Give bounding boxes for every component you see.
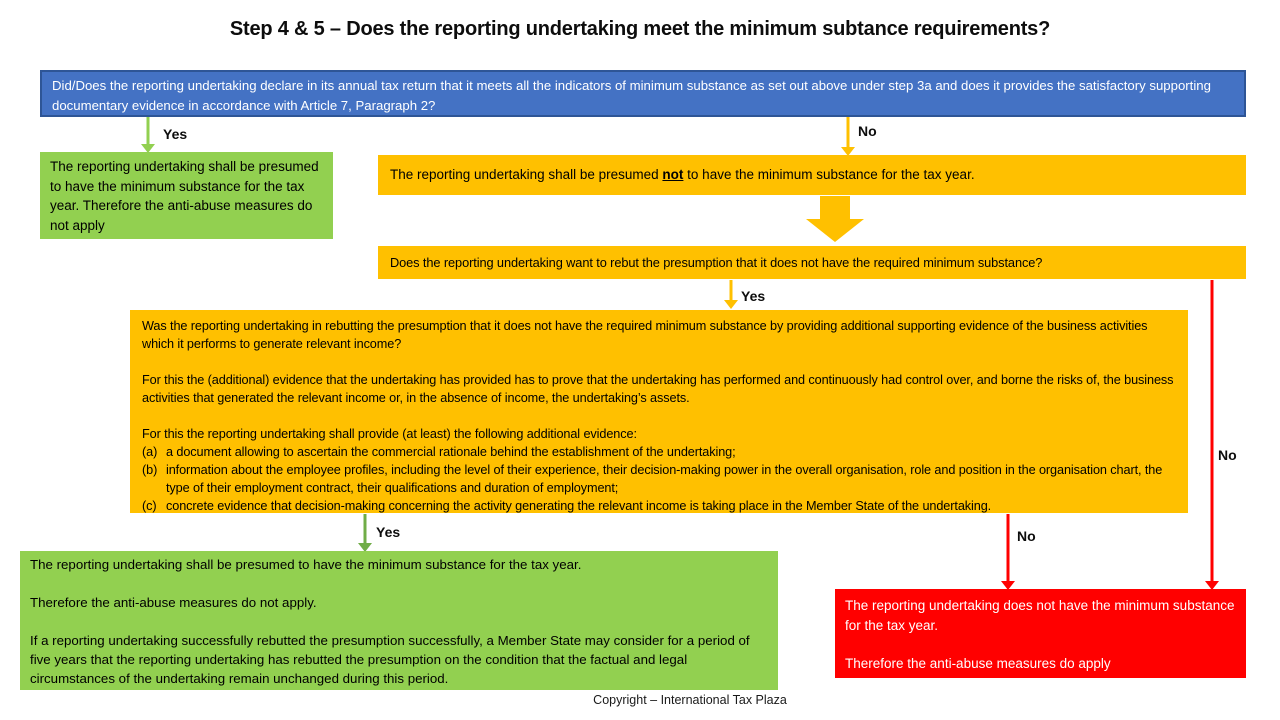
green-final-paragraph-1: The reporting undertaking shall be presu…: [30, 557, 582, 572]
page-title: Step 4 & 5 – Does the reporting undertak…: [229, 18, 1051, 40]
green-final-paragraph-3: If a reporting undertaking successfully …: [30, 632, 750, 686]
label-yes-2: Yes: [741, 288, 766, 304]
presumed-not-text: The reporting undertaking shall be presu…: [390, 166, 975, 182]
arrow-yes-to-final-green-icon: [358, 514, 372, 552]
arrow-shaft: [363, 514, 367, 544]
evidence-text-a: a document allowing to ascertain the com…: [166, 445, 736, 460]
result-box-green-presumed: The reporting undertaking shall be presu…: [40, 152, 333, 239]
green-presumed-text: The reporting undertaking shall be presu…: [50, 159, 319, 233]
arrow-shaft: [729, 280, 733, 301]
arrow-shaft: [146, 117, 150, 145]
evidence-item-b: (b) information about the employee profi…: [142, 461, 1176, 497]
orange-box-rebuttal-detail: Was the reporting undertaking in rebutti…: [130, 310, 1188, 513]
evidence-marker-c: (c): [142, 499, 157, 514]
arrow-head: [841, 147, 855, 156]
label-no-3: No: [1218, 447, 1237, 463]
label-yes-1: Yes: [163, 126, 188, 142]
red-final-paragraph-2: Therefore the anti-abuse measures do app…: [845, 656, 1111, 672]
evidence-marker-a: (a): [142, 445, 158, 460]
arrow-shaft: [1006, 514, 1010, 582]
arrow-head: [724, 300, 738, 309]
arrow-shaft: [846, 117, 850, 148]
block-arrow-head: [806, 219, 864, 242]
orange-box-rebut-question: Does the reporting undertaking want to r…: [378, 246, 1246, 279]
copyright-text: Copyright – International Tax Plaza: [593, 693, 787, 707]
orange-box-presumed-not: The reporting undertaking shall be presu…: [378, 155, 1246, 195]
evidence-item-c: (c) concrete evidence that decision-maki…: [142, 497, 1176, 515]
detail-paragraph-2: For this the (additional) evidence that …: [142, 373, 1174, 406]
arrow-no-long-right-icon: [1205, 280, 1219, 590]
label-yes-3: Yes: [376, 524, 401, 540]
emphasis-not: not: [662, 166, 684, 182]
arrow-head: [358, 543, 372, 552]
detail-paragraph-1: Was the reporting undertaking in rebutti…: [142, 319, 1148, 352]
question-box-text: Did/Does the reporting undertaking decla…: [52, 78, 1211, 114]
label-no-2: No: [1017, 528, 1036, 544]
evidence-marker-b: (b): [142, 463, 158, 478]
arrow-shaft: [1210, 280, 1214, 582]
arrow-yes-to-green-icon: [141, 117, 155, 153]
block-arrow-shaft: [820, 196, 850, 219]
red-final-paragraph-1: The reporting undertaking does not have …: [845, 598, 1235, 633]
arrow-head: [141, 144, 155, 153]
arrow-yes-to-detail-icon: [724, 280, 738, 309]
arrow-head: [1001, 581, 1015, 590]
question-box-blue: Did/Does the reporting undertaking decla…: [40, 70, 1246, 117]
rebut-question-text: Does the reporting undertaking want to r…: [390, 254, 1043, 270]
block-arrow-down-icon: [806, 196, 864, 242]
arrow-head: [1205, 581, 1219, 590]
arrow-no-to-orange-icon: [841, 117, 855, 156]
result-box-green-final: The reporting undertaking shall be presu…: [20, 551, 778, 690]
result-box-red-final: The reporting undertaking does not have …: [835, 589, 1246, 678]
arrow-no-to-red-icon: [1001, 514, 1015, 590]
green-final-paragraph-2: Therefore the anti-abuse measures do not…: [30, 594, 317, 610]
label-no-1: No: [858, 123, 877, 139]
evidence-item-a: (a) a document allowing to ascertain the…: [142, 443, 1176, 461]
detail-paragraph-3: For this the reporting undertaking shall…: [142, 427, 637, 442]
evidence-text-b: information about the employee profiles,…: [166, 463, 1163, 496]
evidence-text-c: concrete evidence that decision-making c…: [166, 499, 992, 514]
